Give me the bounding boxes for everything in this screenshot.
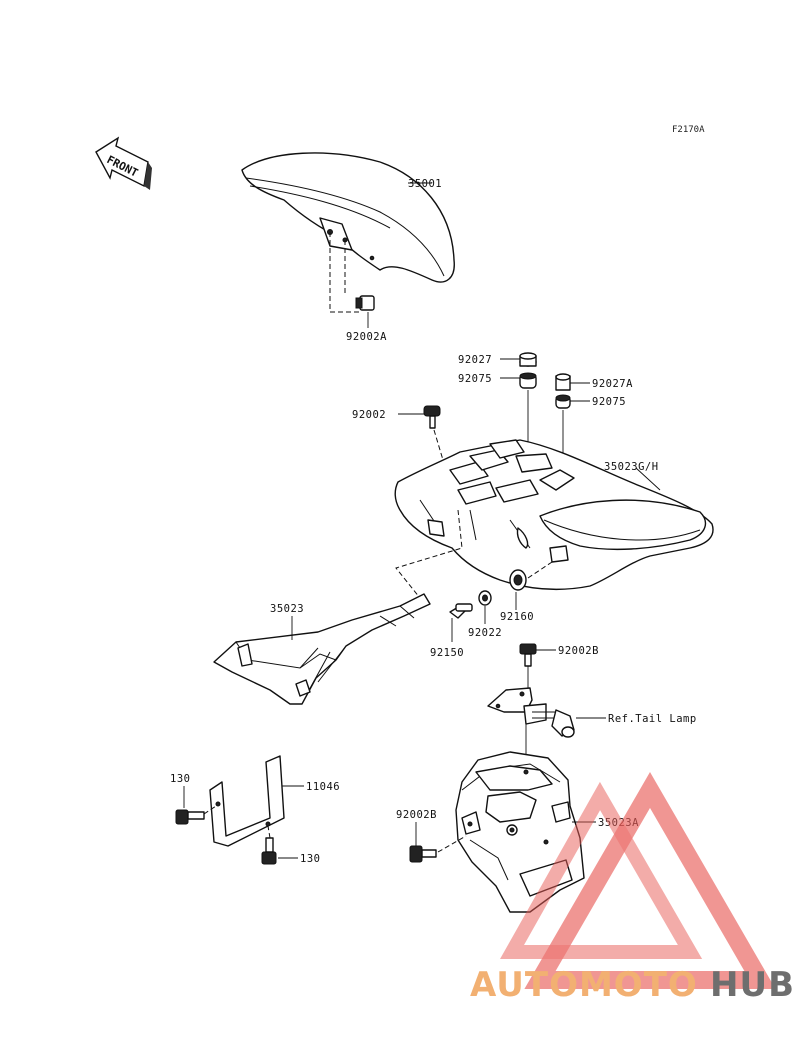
label-35023: 35023 xyxy=(270,603,304,615)
damper-92075-right xyxy=(555,394,571,409)
grommet-92027 xyxy=(519,352,537,367)
bolt-130-bottom xyxy=(261,837,277,865)
inner-fender xyxy=(213,593,431,705)
label-11046: 11046 xyxy=(306,781,340,793)
label-92075-left: 92075 xyxy=(458,373,492,385)
label-92022: 92022 xyxy=(468,627,502,639)
label-35001: 35001 xyxy=(408,178,442,190)
label-92002b-bottom: 92002B xyxy=(396,809,437,821)
front-arrow-icon: FRONT xyxy=(95,136,152,190)
label-92027a: 92027A xyxy=(592,378,633,390)
bolt-92002 xyxy=(423,405,441,429)
label-92027: 92027 xyxy=(458,354,492,366)
bracket-11046 xyxy=(209,755,285,847)
washer-92022 xyxy=(478,590,492,606)
damper-92075-left xyxy=(519,372,537,389)
diagram-code: F2170A xyxy=(672,125,705,135)
bolt-92002a xyxy=(329,232,375,328)
bolt-92002b-bottom xyxy=(409,845,437,863)
tail-cover xyxy=(455,751,585,913)
bolt-130-top xyxy=(175,809,205,825)
label-92075-right: 92075 xyxy=(592,396,626,408)
watermark-text-hub: HUB xyxy=(710,965,795,1005)
watermark-logo: AUTOMOTO HUB xyxy=(470,772,795,1005)
label-92002b-top: 92002B xyxy=(558,645,599,657)
cushion-92160 xyxy=(509,569,527,591)
label-130-top: 130 xyxy=(170,773,190,785)
grommet-92027a xyxy=(555,373,571,391)
label-92002: 92002 xyxy=(352,409,386,421)
front-fender xyxy=(241,152,455,283)
tail-bracket xyxy=(487,687,575,738)
collar-92150 xyxy=(449,603,473,619)
label-130-bottom: 130 xyxy=(300,853,320,865)
label-92160: 92160 xyxy=(500,611,534,623)
watermark-text-auto: AUTOMOTO xyxy=(470,965,698,1005)
rear-fender xyxy=(394,439,714,591)
label-35023gh: 35023G/H xyxy=(604,461,659,473)
label-ref-tail-lamp: Ref.Tail Lamp xyxy=(608,713,697,725)
bolt-92002b-top xyxy=(519,643,537,667)
label-92002a: 92002A xyxy=(346,331,387,343)
label-92150: 92150 xyxy=(430,647,464,659)
